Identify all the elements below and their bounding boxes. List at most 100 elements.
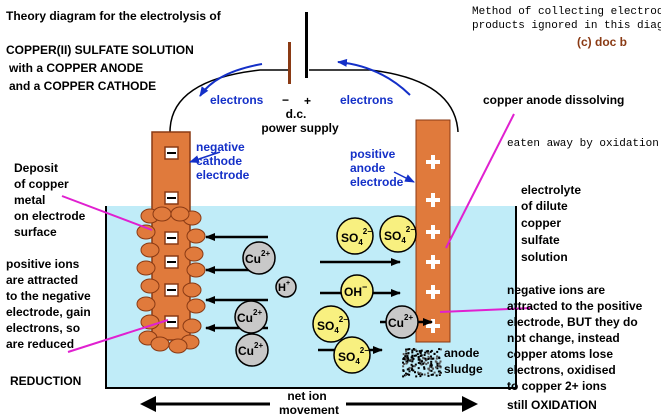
anode-label-2: anode xyxy=(350,161,386,175)
electron-flow-arrow-right xyxy=(337,58,411,96)
copper-deposit-lump xyxy=(140,242,160,258)
negative-ions-line-5: copper atoms lose xyxy=(507,347,613,361)
cathode-electrode xyxy=(151,131,191,341)
positive-ions-line-3: to the negative xyxy=(6,289,91,303)
sludge-particle xyxy=(423,366,426,369)
copper-deposit xyxy=(136,206,206,354)
sludge-particle xyxy=(427,361,430,364)
electrolyte-line-3: copper xyxy=(521,216,561,230)
svg-text:OH−: OH− xyxy=(344,282,367,299)
sludge-particle xyxy=(419,375,422,378)
negative-ions-line-7: to copper 2+ ions xyxy=(507,379,607,393)
pointer-deposit xyxy=(61,195,153,231)
sludge-particle xyxy=(407,348,410,351)
sludge-particle xyxy=(406,368,409,371)
sludge-particle xyxy=(421,373,423,376)
sludge-particle xyxy=(429,350,432,353)
sludge-particle xyxy=(423,354,426,356)
sludge-particle xyxy=(430,360,433,363)
sludge-particle xyxy=(403,363,406,365)
ion-cu-4: Cu2+ xyxy=(385,305,419,339)
pointer-anode-label xyxy=(393,171,415,183)
sludge-particle xyxy=(405,352,408,355)
sludge-particle xyxy=(423,373,426,376)
sludge-particle xyxy=(419,352,422,355)
sludge-particle xyxy=(433,371,436,374)
ion-h: H+ xyxy=(275,276,297,298)
cathode-label-1: negative xyxy=(196,140,245,154)
sludge-particle xyxy=(406,357,409,360)
sludge-label-1: anode xyxy=(444,346,480,360)
ion-so4-2: SO42− xyxy=(379,215,417,253)
sludge-particle xyxy=(426,358,428,361)
anode-label-3: electrode xyxy=(350,175,404,189)
ion-cu-3: Cu2+ xyxy=(235,333,269,367)
sludge-particle xyxy=(417,373,420,375)
sludge-particle xyxy=(424,357,427,360)
sludge-particle xyxy=(415,350,418,353)
sludge-particle xyxy=(425,363,428,366)
sludge-particle xyxy=(413,365,416,368)
sludge-particle xyxy=(413,354,416,357)
electrolyte-line-4: sulfate xyxy=(521,233,560,247)
negative-ions-line-3: electrode, BUT they do xyxy=(507,315,638,329)
sludge-particle xyxy=(438,348,441,351)
sludge-particle xyxy=(420,360,423,363)
anode-plus-mark xyxy=(431,285,435,299)
sludge-particle xyxy=(430,364,433,367)
anode-plus-mark xyxy=(431,155,435,169)
deposit-line-4: on electrode xyxy=(14,209,86,223)
sludge-particle xyxy=(427,355,430,358)
sludge-particle xyxy=(411,356,414,359)
svg-text:SO42−: SO42− xyxy=(338,346,369,366)
ion-cu-1: Cu2+ xyxy=(242,241,276,275)
sludge-particle xyxy=(420,349,423,352)
sludge-particle xyxy=(408,348,411,351)
copper-deposit-lump xyxy=(186,262,206,278)
oxidation-label: still OXIDATION xyxy=(507,398,597,412)
sludge-particle xyxy=(402,353,405,356)
sludge-particle xyxy=(417,361,420,364)
net-arrow-left-head xyxy=(140,396,156,412)
sludge-particle xyxy=(427,350,429,353)
sludge-particle xyxy=(412,369,415,372)
sludge-particle xyxy=(439,348,442,351)
sludge-particle xyxy=(424,351,427,354)
anode-plus-mark xyxy=(431,225,435,239)
battery-positive-plate xyxy=(305,12,308,78)
svg-text:SO42−: SO42− xyxy=(341,227,372,247)
negative-ions-line-2: attracted to the positive xyxy=(507,299,643,313)
sludge-particle xyxy=(414,371,416,374)
sludge-particle xyxy=(419,372,422,375)
sludge-particle xyxy=(402,358,405,361)
electrolyte-line-5: solution xyxy=(521,250,568,264)
anode-plus-mark xyxy=(431,193,435,207)
sludge-particle xyxy=(414,348,417,351)
note-line-1: Method of collecting electrode xyxy=(472,6,661,18)
sludge-particle xyxy=(438,373,441,375)
sludge-particle xyxy=(435,374,438,377)
sludge-particle xyxy=(419,362,422,365)
ion-so4-4: SO42− xyxy=(333,336,371,374)
sludge-particle xyxy=(429,364,432,367)
ion-cu-2: Cu2+ xyxy=(234,300,268,334)
battery-minus-sign: − xyxy=(282,93,289,107)
pointer-negative-ions xyxy=(439,307,533,313)
title-line-1: Theory diagram for the electrolysis of xyxy=(6,9,222,23)
sludge-particle xyxy=(438,370,441,373)
title-line-2: COPPER(II) SULFATE SOLUTION xyxy=(6,43,194,57)
copper-deposit-lump xyxy=(150,336,170,352)
sludge-particle xyxy=(405,361,408,364)
sludge-particle xyxy=(422,362,425,365)
sludge-particle xyxy=(404,355,407,358)
negative-ions-line-4: not change, instead xyxy=(507,331,620,345)
sludge-particle xyxy=(430,365,433,368)
cathode-label-2: cathode xyxy=(196,154,242,168)
sludge-particle xyxy=(439,360,442,363)
net-arrow-right-head xyxy=(462,396,478,412)
copper-deposit-lump xyxy=(186,228,206,244)
sludge-particle xyxy=(402,361,404,364)
sludge-particle xyxy=(420,363,423,366)
sludge-particle xyxy=(416,353,419,356)
